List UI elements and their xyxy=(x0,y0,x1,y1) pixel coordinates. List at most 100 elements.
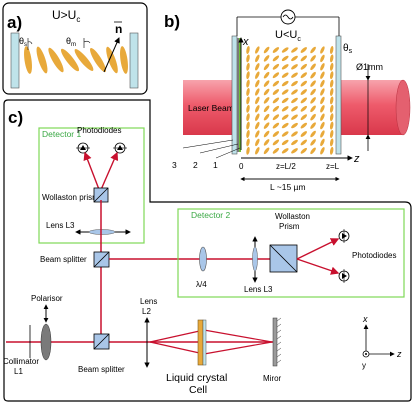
lc-molecule xyxy=(263,147,270,155)
lc-molecule xyxy=(329,104,334,113)
z-end-label: z=L xyxy=(326,162,340,171)
lc-molecule xyxy=(281,80,289,87)
lens-l3-b xyxy=(252,246,258,272)
lc-molecule xyxy=(281,114,289,120)
lc-molecule xyxy=(300,97,307,104)
lc-molecule xyxy=(281,64,289,70)
lc-molecule xyxy=(246,121,250,130)
lc-molecule xyxy=(255,138,260,147)
lc-molecule xyxy=(263,105,270,113)
lc-molecule xyxy=(272,72,280,79)
lc-molecule xyxy=(329,113,334,122)
lc-molecule xyxy=(272,89,280,95)
lc-molecule xyxy=(310,88,316,96)
lens-l3-a-label: Lens L3 xyxy=(46,221,75,230)
theta-s-label-a: θs xyxy=(19,36,27,48)
lc-molecule xyxy=(272,47,280,53)
lc-molecule xyxy=(310,80,316,87)
z-zero-label: 0 xyxy=(239,162,244,171)
lc-molecule xyxy=(255,113,260,121)
lc-molecule xyxy=(291,148,298,154)
lc-molecule xyxy=(300,139,307,146)
wollaston-1-label: Wollaston prism xyxy=(42,193,99,202)
lc-molecule xyxy=(246,54,250,63)
wollaston-2-label-1: Wollaston xyxy=(275,212,310,221)
lc-molecule xyxy=(291,139,298,146)
lc-molecule xyxy=(255,105,260,113)
lc-molecule xyxy=(300,114,307,121)
lens-l2-label-2: L2 xyxy=(142,307,151,316)
lc-molecule xyxy=(263,71,270,79)
lc-molecule xyxy=(272,122,280,129)
lc-molecule xyxy=(291,47,298,53)
quarter-wave-label: λ/4 xyxy=(196,280,207,289)
lc-molecule xyxy=(272,105,280,112)
lc-molecule xyxy=(300,80,307,87)
x-axis-label-b: x xyxy=(242,36,249,48)
layer-3-label: 3 xyxy=(172,160,177,170)
lc-molecule xyxy=(272,139,280,146)
lc-molecule xyxy=(281,122,289,129)
lc-molecule xyxy=(329,46,334,54)
lc-molecule xyxy=(320,63,325,71)
lc-molecule xyxy=(272,97,280,104)
thickness-label: L ~15 µm xyxy=(270,182,306,192)
lc-molecule xyxy=(310,71,316,79)
lc-molecule xyxy=(320,71,325,79)
detector-2-frame xyxy=(177,208,405,298)
lc-molecule xyxy=(246,71,250,80)
panel-c-label: c) xyxy=(8,108,23,127)
lc-molecule xyxy=(246,62,250,71)
lc-molecule xyxy=(291,114,298,120)
glass-plate-left xyxy=(10,32,20,89)
lc-molecule xyxy=(272,80,280,87)
panel-b-label: b) xyxy=(164,12,180,31)
lc-molecule xyxy=(255,96,260,105)
lc-molecule xyxy=(246,138,250,147)
lc-molecule xyxy=(300,47,307,53)
polarisor xyxy=(40,323,52,361)
lc-molecule xyxy=(291,72,298,78)
lc-molecule xyxy=(281,47,289,53)
lc-molecule xyxy=(300,105,307,112)
lc-molecule xyxy=(300,131,307,137)
detector-1-frame xyxy=(38,127,145,244)
lc-molecule xyxy=(246,104,250,113)
z-mid-label: z=L/2 xyxy=(276,162,296,171)
lc-molecule xyxy=(255,63,260,71)
lc-molecule xyxy=(272,147,280,154)
lc-molecule xyxy=(281,106,289,112)
lc-molecule xyxy=(246,113,250,122)
lc-molecule xyxy=(291,97,298,104)
quarter-wave-plate xyxy=(199,246,207,272)
lc-molecule xyxy=(320,138,325,147)
lc-molecule xyxy=(329,146,334,155)
lc-molecule xyxy=(255,130,260,138)
lc-molecule xyxy=(272,55,280,62)
lc-molecule xyxy=(272,63,280,70)
lc-molecule xyxy=(255,46,260,54)
polarisor-label: Polarisor xyxy=(31,294,63,303)
glass-plate-right xyxy=(129,32,139,89)
lc-molecule xyxy=(246,146,250,155)
lc-molecule xyxy=(320,88,325,96)
lc-molecule xyxy=(310,147,316,155)
lc-molecule xyxy=(320,147,325,155)
axis-x-label: x xyxy=(362,314,368,324)
lc-molecule xyxy=(263,55,270,62)
detector-2-label: Detector 2 xyxy=(191,210,230,220)
lc-molecule xyxy=(300,147,307,154)
lc-molecule xyxy=(272,131,280,137)
lc-molecule xyxy=(272,114,280,121)
theta-m-label-a: θm xyxy=(66,36,76,48)
lc-molecule xyxy=(291,55,298,62)
lc-molecule xyxy=(263,46,270,54)
lc-molecule xyxy=(263,113,270,121)
lc-molecule xyxy=(291,122,298,129)
lc-molecule xyxy=(255,88,260,96)
lc-molecule xyxy=(310,130,316,138)
lc-molecules-a xyxy=(24,46,128,74)
photodiodes-1-label: Photodiodes xyxy=(77,126,121,135)
lc-molecule xyxy=(320,46,325,54)
beam-splitter-bottom-label: Beam splitter xyxy=(78,365,125,374)
